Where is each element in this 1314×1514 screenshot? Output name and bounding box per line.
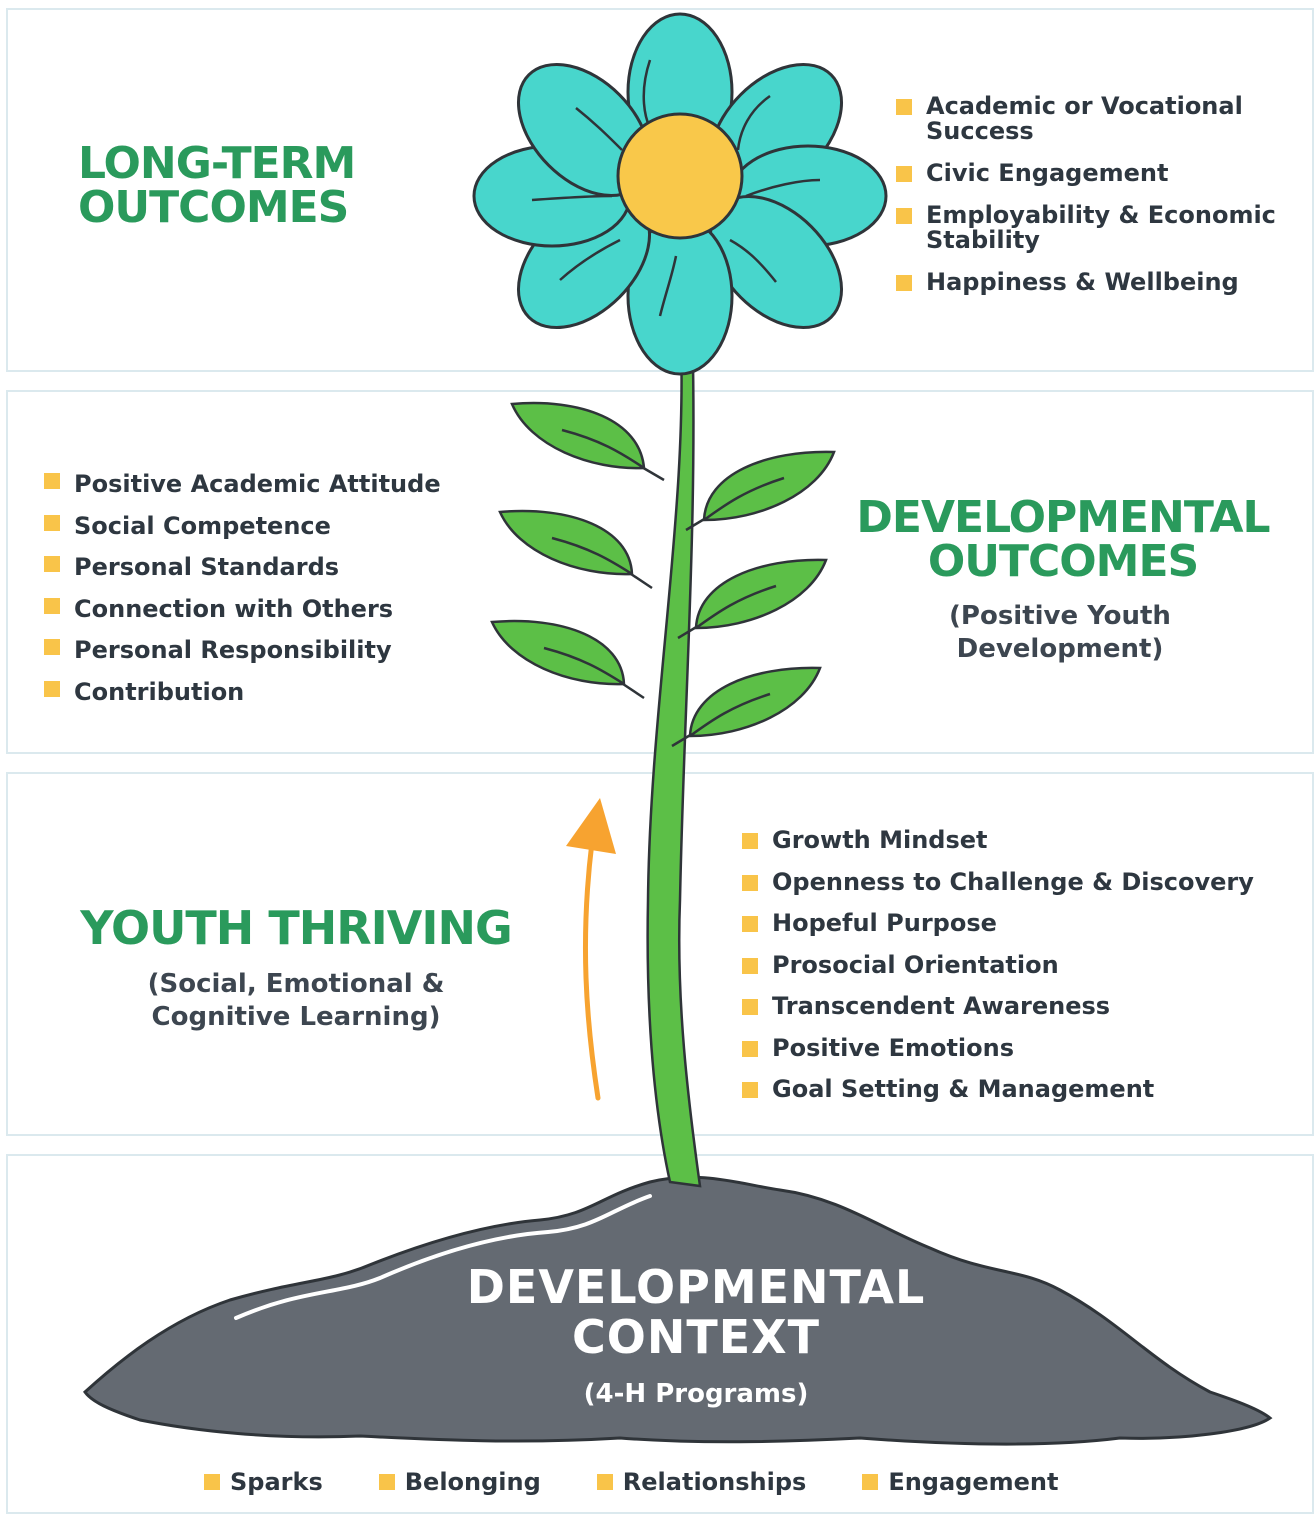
leaves-right: [671, 450, 836, 748]
leaves-left: [490, 401, 665, 700]
list-item-label: Contribution: [74, 677, 245, 706]
bullet-icon: [596, 1474, 613, 1490]
youth-thriving-heading: YOUTH THRIVING: [80, 901, 512, 955]
soil-highlight: [234, 1194, 652, 1320]
bullet-icon: [742, 1040, 758, 1057]
developmental-context-heading: DEVELOPMENTAL CONTEXT: [396, 1262, 996, 1362]
developmental-outcomes-heading-line2: OUTCOMES: [927, 536, 1199, 587]
list-item-label: Connection with Others: [74, 594, 394, 623]
list-item-label: Belonging: [404, 1468, 541, 1496]
list-item-label: Social Competence: [74, 511, 331, 540]
list-item-label: Goal Setting & Management: [772, 1075, 1155, 1103]
list-item-label: Transcendent Awareness: [772, 992, 1111, 1020]
list-item-label: Sparks: [230, 1468, 323, 1496]
list-item-line1: Academic or Vocational: [926, 92, 1243, 120]
bullet-icon: [742, 999, 758, 1015]
list-item-line1: Happiness & Wellbeing: [926, 268, 1239, 296]
long-term-heading-line2: OUTCOMES: [78, 182, 349, 233]
bullet-icon: [44, 597, 60, 614]
developmental-outcomes-heading-line1: DEVELOPMENTAL: [856, 492, 1270, 543]
long-term-heading-line1: LONG-TERM: [78, 138, 356, 189]
list-item-line2: Stability: [926, 226, 1040, 254]
flower-stem: [646, 318, 702, 1188]
list-item: Employability & Economic Stability: [896, 203, 1306, 253]
youth-thriving-sub-line2: Cognitive Learning): [151, 1002, 441, 1032]
list-item: Belonging: [378, 1466, 541, 1498]
bullet-icon: [896, 99, 912, 115]
bullet-icon: [44, 514, 60, 531]
youth-thriving-sub-line1: (Social, Emotional &: [147, 969, 445, 999]
developmental-context-heading-line1: DEVELOPMENTAL: [466, 1260, 926, 1314]
bullet-icon: [378, 1474, 395, 1490]
list-item-label: Positive Emotions: [772, 1033, 1015, 1062]
bullet-icon: [742, 916, 758, 932]
list-item: Positive Emotions: [742, 1028, 1302, 1070]
bullet-icon: [896, 275, 912, 291]
developmental-outcomes-list: Positive Academic Attitude Social Compet…: [44, 464, 484, 713]
list-item: Openness to Challenge & Discovery: [742, 862, 1302, 904]
list-item: Sparks: [204, 1466, 323, 1498]
list-item-label: Positive Academic Attitude: [74, 470, 441, 498]
developmental-outcomes-heading: DEVELOPMENTAL OUTCOMES: [816, 496, 1310, 584]
list-item-label: Personal Responsibility: [74, 636, 392, 664]
list-item: Transcendent Awareness: [742, 986, 1302, 1028]
list-item: Happiness & Wellbeing: [896, 270, 1306, 295]
list-item-label: Prosocial Orientation: [772, 950, 1059, 979]
flower-center: [616, 112, 744, 240]
youth-thriving-list: Growth Mindset Openness to Challenge & D…: [742, 820, 1302, 1111]
developmental-outcomes-subtitle: (Positive Youth Development): [900, 600, 1220, 666]
list-item-line1: Civic Engagement: [926, 159, 1169, 187]
list-item: Civic Engagement: [896, 161, 1306, 186]
list-item: Connection with Others: [44, 589, 484, 631]
list-item: Hopeful Purpose: [742, 903, 1302, 945]
growth-arrow-icon: [566, 798, 616, 1101]
bullet-icon: [742, 957, 758, 974]
list-item: Social Competence: [44, 506, 484, 548]
bullet-icon: [742, 874, 758, 891]
list-item-line2: Success: [926, 117, 1034, 145]
list-item-label: Relationships: [622, 1468, 807, 1496]
bullet-icon: [742, 1082, 758, 1098]
developmental-context-heading-line2: CONTEXT: [571, 1310, 820, 1364]
list-item-label: Openness to Challenge & Discovery: [772, 867, 1254, 896]
list-item-label: Engagement: [888, 1468, 1059, 1496]
list-item: Goal Setting & Management: [742, 1069, 1302, 1111]
list-item-label: Hopeful Purpose: [772, 909, 997, 937]
list-item: Contribution: [44, 672, 484, 714]
bullet-icon: [44, 556, 60, 572]
list-item: Positive Academic Attitude: [44, 464, 484, 506]
list-item: Personal Standards: [44, 547, 484, 589]
bullet-icon: [896, 166, 912, 182]
list-item: Growth Mindset: [742, 820, 1302, 862]
list-item-label: Growth Mindset: [772, 826, 988, 854]
long-term-outcomes-list: Academic or Vocational Success Civic Eng…: [896, 94, 1306, 295]
bullet-icon: [896, 208, 912, 224]
list-item: Personal Responsibility: [44, 630, 484, 672]
soil-mound: [83, 1175, 1273, 1446]
list-item: Academic or Vocational Success: [896, 94, 1306, 144]
developmental-context-subtitle: (4-H Programs): [583, 1379, 809, 1409]
bullet-icon: [44, 473, 60, 489]
long-term-outcomes-heading: LONG-TERM OUTCOMES: [78, 138, 356, 233]
list-item: Relationships: [596, 1466, 807, 1498]
list-item: Engagement: [862, 1466, 1058, 1498]
developmental-outcomes-sub-line2: Development): [956, 634, 1164, 664]
bullet-icon: [204, 1474, 220, 1490]
bullet-icon: [44, 639, 60, 655]
bullet-icon: [742, 833, 758, 849]
youth-thriving-subtitle: (Social, Emotional & Cognitive Learning): [96, 968, 496, 1034]
list-item: Prosocial Orientation: [742, 945, 1302, 987]
list-item-label: Personal Standards: [74, 553, 340, 581]
bullet-icon: [862, 1474, 879, 1490]
bullet-icon: [44, 680, 60, 697]
developmental-outcomes-sub-line1: (Positive Youth: [949, 601, 1171, 631]
list-item-line1: Employability & Economic: [926, 201, 1276, 229]
developmental-context-list: Sparks Belonging Relationships Engagemen…: [204, 1466, 1204, 1498]
